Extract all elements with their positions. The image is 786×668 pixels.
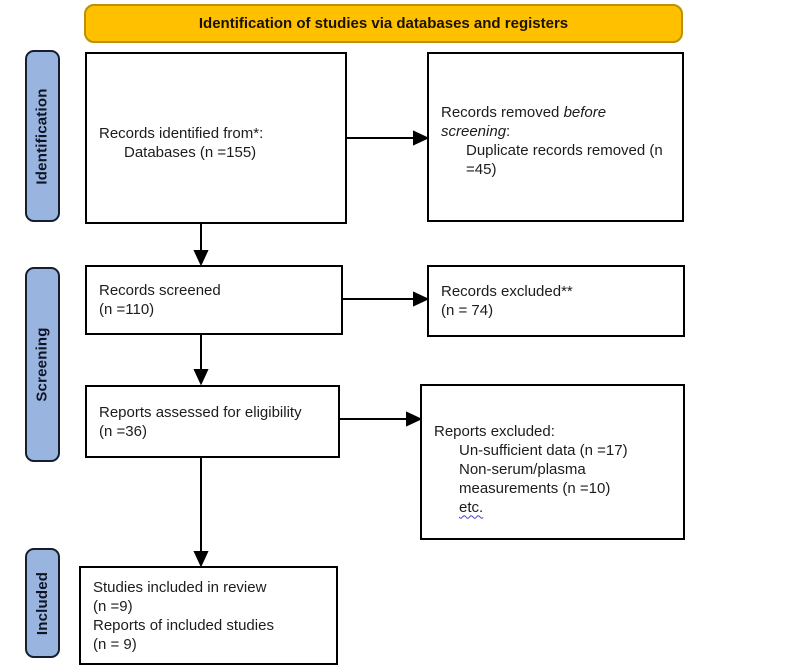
stage-label-identification: Identification (25, 50, 60, 222)
box-text-line: (n =9) (93, 597, 133, 615)
box-records-identified: Records identified from*: Databases (n =1… (85, 52, 347, 224)
box-text-line: screening: (441, 123, 511, 140)
arrowhead-screened-to-assessed (193, 369, 209, 386)
box-text-line: Records excluded** (441, 283, 573, 300)
box-text-line: Records removed before (441, 104, 607, 121)
box-text-line: Un-sufficient data (n =17) (459, 441, 628, 459)
box-text-line: Duplicate records removed (n (466, 142, 663, 159)
box-text-line: Studies included in review (93, 578, 267, 596)
box-records-removed-before-screening: Records removed before screening: Duplicat… (427, 52, 684, 222)
box-text-line: Records identified from*: (99, 125, 264, 142)
stage-label-included-text: Included (34, 571, 51, 635)
box-studies-included-in-review: Studies included in review(n =9)Reports … (79, 566, 338, 665)
box-reports-excluded: Reports excluded:Un-sufficient data (n =… (420, 384, 685, 540)
box-records-screened: Records screened (n =110) (85, 265, 343, 335)
box-text-line: Reports assessed for eligibility (99, 403, 302, 421)
box-text-line: Reports of included studies (93, 616, 274, 634)
box-text-line: etc. (459, 498, 484, 516)
box-text-line: Non-serum/plasma (459, 460, 586, 478)
box-text-line: Records screened (99, 282, 221, 299)
arrowhead-screened-to-excluded (413, 291, 430, 307)
box-text-line: Reports excluded: (434, 422, 555, 440)
stage-label-screening-text: Screening (34, 327, 52, 402)
box-text-line: (n =36) (99, 422, 147, 440)
arrowhead-identified-to-removed (413, 130, 430, 146)
stage-label-included: Included (25, 548, 60, 658)
box-text-line: =45) (466, 161, 497, 178)
box-records-excluded: Records excluded** (n = 74) (427, 265, 685, 337)
box-reports-assessed-for-eligibility: Reports assessed for eligibility(n =36) (85, 385, 340, 458)
box-text-line: (n = 74) (441, 302, 494, 319)
arrowhead-assessed-to-included (193, 551, 209, 568)
stage-label-identification-text: Identification (34, 87, 52, 185)
arrowhead-identified-to-screened (193, 250, 209, 267)
stage-label-screening: Screening (25, 267, 60, 462)
arrowhead-assessed-to-reports-excluded (406, 411, 423, 427)
box-text-line: Databases (n =155) (124, 144, 257, 161)
box-text-line: (n = 9) (93, 635, 137, 653)
box-text-line: measurements (n =10) (459, 479, 611, 497)
box-text-line: (n =110) (99, 301, 155, 318)
banner-title: Identification of studies via databases … (84, 4, 683, 43)
